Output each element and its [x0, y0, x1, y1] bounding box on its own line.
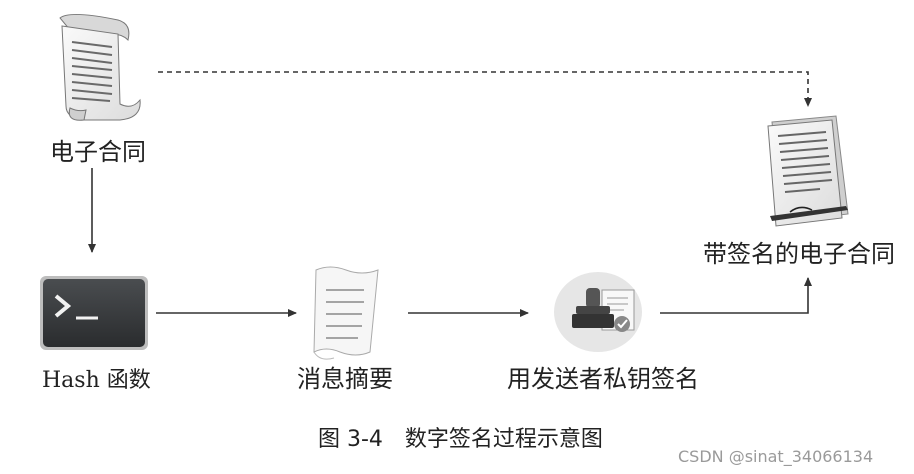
signed-document-icon — [767, 115, 849, 227]
contract-label: 电子合同 — [50, 138, 146, 166]
stamp-seal-icon — [554, 272, 642, 352]
signed-contract-label: 带签名的电子合同 — [703, 240, 895, 268]
hash-label: Hash 函数 — [42, 368, 151, 393]
scroll-document-icon — [59, 14, 141, 121]
figure-caption: 图 3-4 数字签名过程示意图 — [318, 427, 603, 452]
digest-label: 消息摘要 — [297, 365, 393, 393]
arrow-sign-to-signed — [660, 277, 812, 314]
terminal-icon — [40, 276, 148, 350]
paper-digest-icon — [313, 266, 379, 360]
dashed-arrow-contract-to-signed — [158, 71, 812, 107]
sign-label: 用发送者私钥签名 — [507, 365, 699, 393]
watermark-text: CSDN @sinat_34066134 — [678, 447, 873, 467]
